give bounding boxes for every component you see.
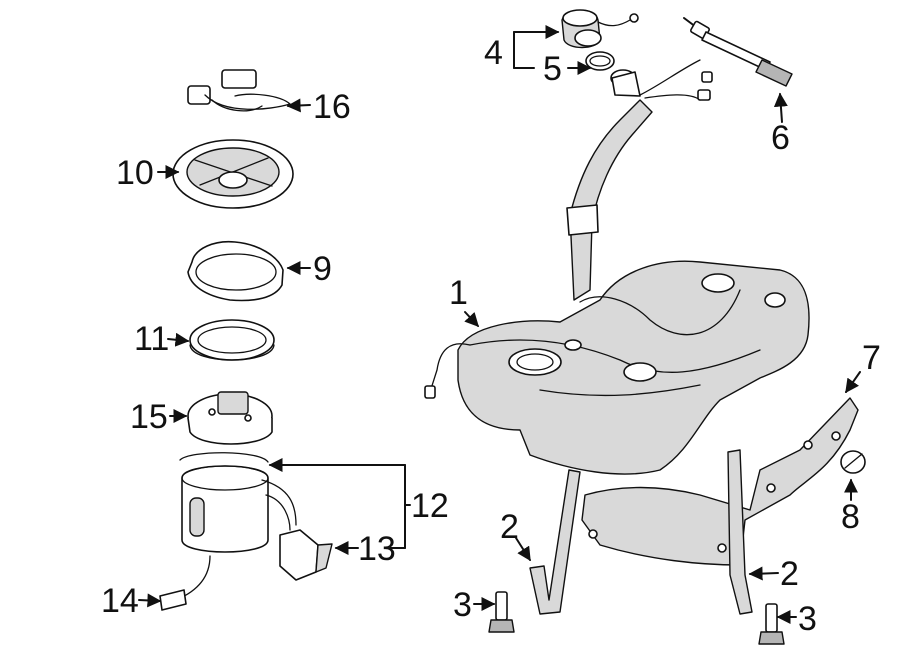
callout-5: 5 bbox=[543, 50, 562, 88]
tank-strap-left bbox=[529, 469, 581, 615]
fuel-tank bbox=[424, 59, 810, 475]
retainer-ring bbox=[187, 240, 284, 302]
sensor-bracket bbox=[279, 529, 333, 581]
callout-9: 9 bbox=[313, 250, 332, 288]
harness-plug bbox=[159, 589, 187, 611]
callout-13: 13 bbox=[358, 530, 396, 568]
heat-shield bbox=[581, 397, 859, 566]
fuel-pump-module bbox=[175, 452, 297, 601]
fuel-cap bbox=[561, 9, 639, 49]
tank-strap-right bbox=[727, 449, 753, 615]
callout-numbers: 1 2 2 3 3 4 5 6 7 8 9 10 11 12 13 14 15 … bbox=[101, 34, 881, 638]
wire-connector bbox=[187, 69, 291, 112]
callout-3-left: 3 bbox=[453, 586, 472, 624]
callout-15: 15 bbox=[130, 398, 168, 436]
callout-2-right: 2 bbox=[780, 555, 799, 593]
callout-7: 7 bbox=[862, 339, 881, 377]
callout-4: 4 bbox=[484, 34, 503, 72]
lock-ring bbox=[172, 139, 294, 209]
drain-plug bbox=[840, 450, 866, 474]
callout-3-right: 3 bbox=[798, 600, 817, 638]
leader-lines bbox=[138, 25, 861, 624]
bolt-left bbox=[488, 591, 515, 633]
callout-2-left: 2 bbox=[500, 508, 519, 546]
callout-8: 8 bbox=[841, 498, 860, 536]
pump-flange bbox=[187, 391, 273, 445]
fuel-sensor bbox=[683, 17, 793, 87]
bolt-right bbox=[758, 603, 785, 645]
gasket-seal bbox=[189, 319, 275, 361]
callout-16: 16 bbox=[313, 88, 351, 126]
callout-6: 6 bbox=[771, 119, 790, 157]
callout-1: 1 bbox=[449, 274, 468, 312]
callout-14: 14 bbox=[101, 582, 139, 620]
callout-10: 10 bbox=[116, 154, 154, 192]
callout-12: 12 bbox=[411, 487, 449, 525]
callout-11: 11 bbox=[134, 320, 169, 358]
